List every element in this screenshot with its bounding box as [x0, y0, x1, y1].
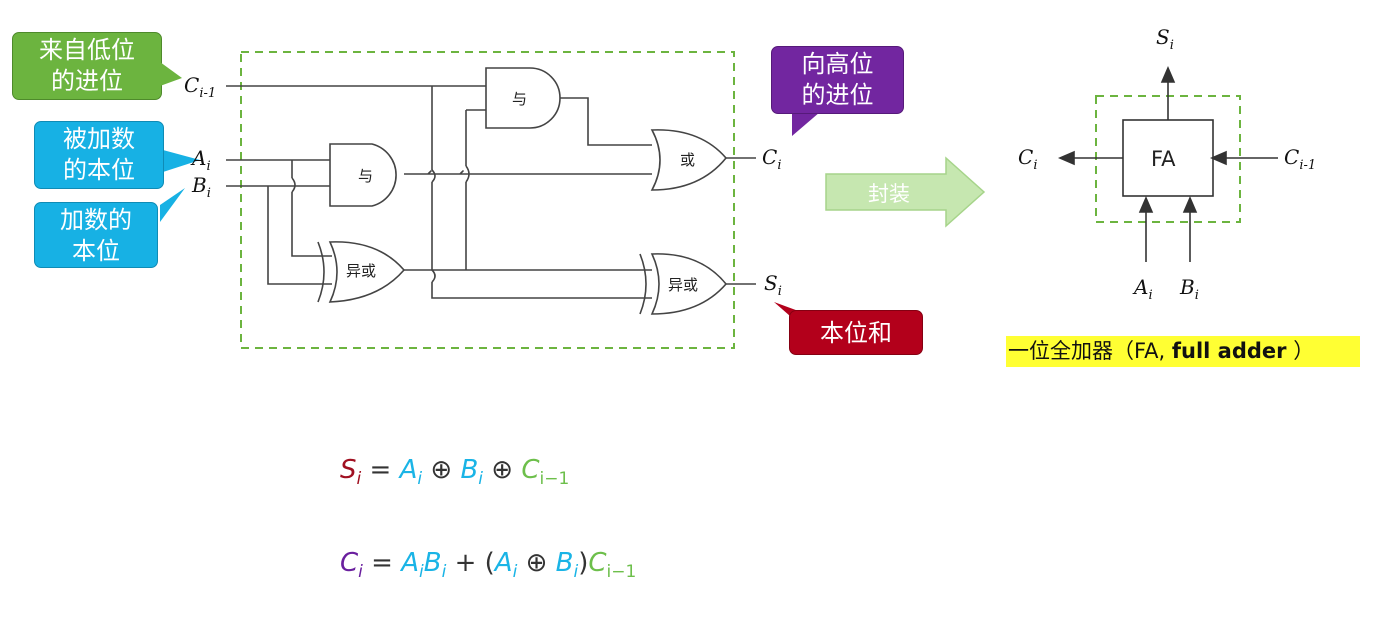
fa-signal-s: Si	[1156, 25, 1174, 53]
fa-signal-c-out: Ci	[1018, 145, 1037, 173]
fa-label: FA	[1151, 147, 1176, 171]
encapsulate-arrow-icon	[825, 156, 986, 228]
fa-signal-b: Bi	[1179, 275, 1199, 303]
signal-b: Bi	[191, 173, 211, 201]
and-gate-mid	[329, 143, 397, 207]
callout-carry-out: 向高位 的进位	[771, 46, 904, 114]
xor-gate-right	[650, 253, 728, 315]
signal-s: Si	[764, 271, 782, 299]
fa-caption: 一位全加器（FA, full adder ）	[1006, 336, 1360, 367]
fa-signal-a: Ai	[1132, 275, 1153, 303]
callout-addend-a: 被加数 的本位	[34, 121, 164, 189]
xor-gate-right-label: 异或	[668, 276, 698, 294]
fa-signal-c-in: Ci-1	[1284, 145, 1316, 173]
callout-sum: 本位和	[789, 310, 923, 355]
formula-carry: Ci = AiBi + (Ai ⊕ Bi)Ci−1	[340, 548, 637, 583]
and-gate-top	[485, 67, 561, 129]
xor-gate-left	[328, 241, 406, 303]
callout-addend-b: 加数的 本位	[34, 202, 158, 268]
xor-gate-left-label: 异或	[346, 262, 376, 280]
or-gate-label: 或	[680, 151, 695, 169]
and-gate-mid-label: 与	[358, 167, 373, 185]
or-gate	[650, 129, 728, 191]
signal-c-out: Ci	[762, 145, 781, 173]
callout-carry-in: 来自低位 的进位	[12, 32, 162, 100]
and-gate-top-label: 与	[512, 90, 527, 108]
circuit-boundary	[240, 51, 735, 349]
signal-c-in: Ci-1	[184, 73, 216, 101]
formula-sum: Si = Ai ⊕ Bi ⊕ Ci−1	[340, 455, 570, 490]
encapsulate-arrow-label: 封装	[868, 182, 910, 206]
signal-a: Ai	[190, 146, 211, 174]
